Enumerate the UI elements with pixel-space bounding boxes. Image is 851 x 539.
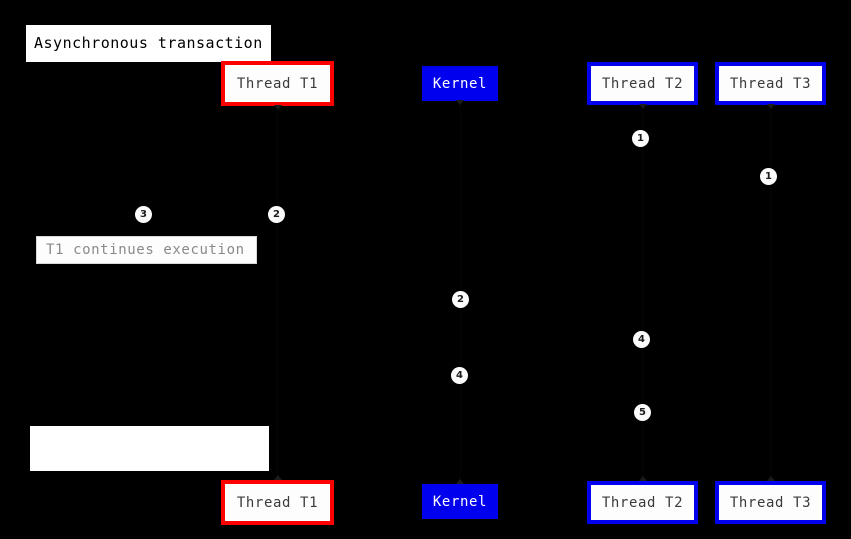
- lifeline-nub-icon: [638, 104, 647, 109]
- note-t1-continues: T1 continues execution: [36, 236, 257, 264]
- note-blank: [30, 426, 269, 471]
- participant-label: Thread T2: [601, 75, 684, 92]
- participant-label: Thread T3: [729, 494, 812, 511]
- participant-kernel-top[interactable]: Kernel: [422, 66, 498, 101]
- lifeline-thread-t2: [642, 105, 643, 481]
- lifeline-nub-icon: [456, 100, 464, 105]
- participant-thread-t1-top[interactable]: Thread T1: [221, 61, 334, 106]
- participant-thread-t3-top[interactable]: Thread T3: [715, 62, 826, 105]
- participant-label: Thread T1: [236, 75, 319, 92]
- lifeline-nub-icon: [273, 105, 282, 110]
- participant-label: Thread T1: [236, 494, 319, 511]
- step-marker-1-t3: 1: [760, 168, 777, 185]
- participant-label: Kernel: [432, 493, 488, 510]
- participant-kernel-bottom[interactable]: Kernel: [422, 484, 498, 519]
- participant-label: Kernel: [432, 75, 488, 92]
- participant-thread-t1-bottom[interactable]: Thread T1: [221, 480, 334, 525]
- step-marker-4-t2: 4: [633, 331, 650, 348]
- step-marker-2-kernel: 2: [452, 291, 469, 308]
- lifeline-nub-icon: [766, 104, 775, 109]
- step-marker-4-kernel: 4: [451, 367, 468, 384]
- participant-label: Thread T2: [601, 494, 684, 511]
- participant-thread-t2-top[interactable]: Thread T2: [587, 62, 698, 105]
- participant-label: Thread T3: [729, 75, 812, 92]
- participant-thread-t3-bottom[interactable]: Thread T3: [715, 481, 826, 524]
- step-marker-3-t1: 3: [135, 206, 152, 223]
- step-marker-1-t2: 1: [632, 130, 649, 147]
- lifeline-thread-t1: [277, 106, 278, 480]
- diagram-title: Asynchronous transaction: [26, 25, 271, 62]
- note-label: T1 continues execution: [46, 242, 245, 258]
- lifeline-nub-icon: [638, 476, 647, 481]
- lifeline-nub-icon: [273, 475, 282, 480]
- step-marker-2-t1: 2: [268, 206, 285, 223]
- lifeline-nub-icon: [766, 476, 775, 481]
- lifeline-thread-t3: [770, 105, 771, 481]
- lifeline-nub-icon: [456, 479, 464, 484]
- step-marker-5-t2: 5: [634, 404, 651, 421]
- participant-thread-t2-bottom[interactable]: Thread T2: [587, 481, 698, 524]
